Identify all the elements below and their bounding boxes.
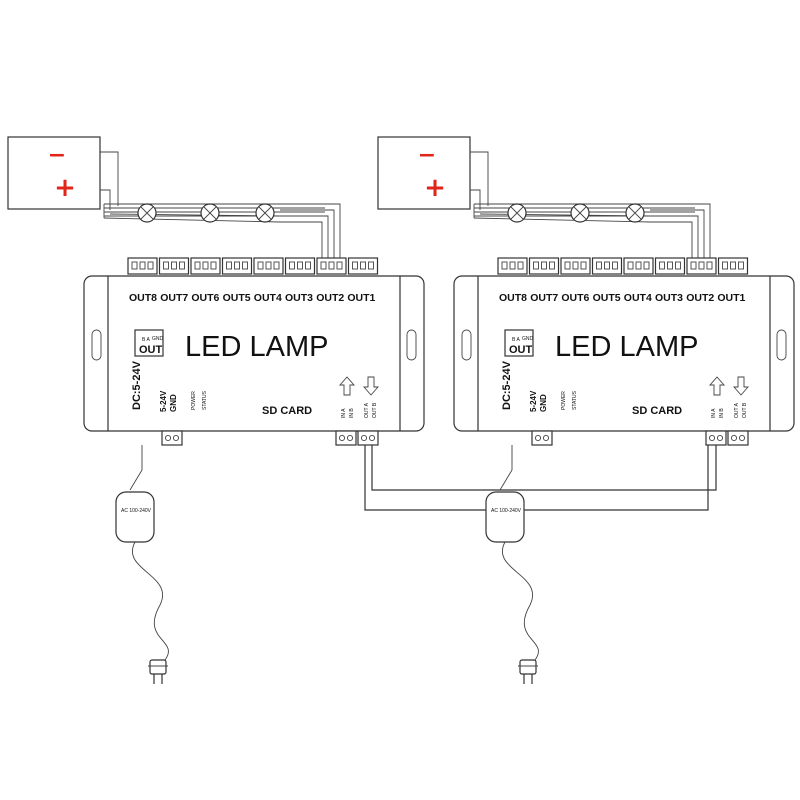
minus-sign: − (48, 143, 66, 168)
battery-box: −+ (7, 136, 101, 210)
label-out6: OUT6 (561, 292, 589, 304)
label-out7: OUT7 (530, 292, 558, 304)
lamp-3 (625, 203, 645, 223)
power-adapter: AC 100-240V (115, 445, 169, 684)
label-out2: OUT2 (316, 292, 344, 304)
label-out8: OUT8 (129, 292, 157, 304)
out-a-label: OUT A (364, 402, 370, 418)
switch-out-label: OUT (509, 344, 533, 356)
plus-sign: + (54, 173, 76, 203)
adapter-label: AC 100-240V (491, 508, 522, 514)
battery-box: −+ (377, 136, 471, 210)
lamp-1 (137, 203, 157, 223)
out-terminal (727, 430, 749, 446)
in-a-label: IN A (341, 408, 347, 418)
out-b-label: OUT B (742, 402, 748, 418)
sd-card-label: SD CARD (262, 405, 312, 417)
status-indicator-label: STATUS (572, 390, 578, 410)
output-terminals (497, 257, 749, 275)
bottom-terminals (531, 430, 749, 446)
gnd-label: GND (539, 394, 548, 412)
output-terminals (127, 257, 379, 275)
signal-link-cable (364, 440, 717, 511)
out-b-label: OUT B (372, 402, 378, 418)
lamp-2 (200, 203, 220, 223)
out-a-label: OUT A (734, 402, 740, 418)
dc-voltage-label: DC:5-24V (131, 360, 143, 410)
gnd-label: GND (169, 394, 178, 412)
voltage-label: 5-24V (529, 390, 538, 412)
label-out2: OUT2 (686, 292, 714, 304)
power-adapter: AC 100-240V (485, 445, 539, 684)
device-title: LED LAMP (185, 331, 328, 363)
label-out3: OUT3 (655, 292, 683, 304)
switch-ba-label: B A (142, 337, 150, 343)
power-indicator-label: POWER (561, 391, 567, 410)
signal-arrows (339, 376, 379, 396)
voltage-label: 5-24V (159, 390, 168, 412)
switch-gnd-label: GND (152, 336, 164, 342)
label-out8: OUT8 (499, 292, 527, 304)
label-out5: OUT5 (593, 292, 621, 304)
lamp-2 (570, 203, 590, 223)
label-out1: OUT1 (717, 292, 745, 304)
switch-out-label: OUT (139, 344, 163, 356)
label-out5: OUT5 (223, 292, 251, 304)
signal-arrows (709, 376, 749, 396)
in-a-label: IN A (711, 408, 717, 418)
ellipsis-text: ...... (600, 208, 615, 218)
minus-sign: − (418, 143, 436, 168)
label-out3: OUT3 (285, 292, 313, 304)
in-b-label: IN B (349, 408, 355, 418)
lamp-1 (507, 203, 527, 223)
plus-sign: + (424, 173, 446, 203)
switch-ba-label: B A (512, 337, 520, 343)
out-terminal (357, 430, 379, 446)
switch-gnd-label: GND (522, 336, 534, 342)
in-terminal (705, 430, 727, 446)
sd-card-label: SD CARD (632, 405, 682, 417)
label-out4: OUT4 (624, 292, 652, 304)
in-b-label: IN B (719, 408, 725, 418)
in-terminal (335, 430, 357, 446)
label-out4: OUT4 (254, 292, 282, 304)
device-title: LED LAMP (555, 331, 698, 363)
adapter-label: AC 100-240V (121, 508, 152, 514)
bottom-terminals (161, 430, 379, 446)
power-terminal (531, 430, 553, 446)
dc-voltage-label: DC:5-24V (501, 360, 513, 410)
label-out7: OUT7 (160, 292, 188, 304)
label-out1: OUT1 (347, 292, 375, 304)
label-out6: OUT6 (191, 292, 219, 304)
power-indicator-label: POWER (191, 391, 197, 410)
ellipsis-text: ...... (230, 208, 245, 218)
power-terminal (161, 430, 183, 446)
lamp-wires (100, 151, 341, 258)
lamp-wires (470, 151, 711, 258)
status-indicator-label: STATUS (202, 390, 208, 410)
lamp-3 (255, 203, 275, 223)
